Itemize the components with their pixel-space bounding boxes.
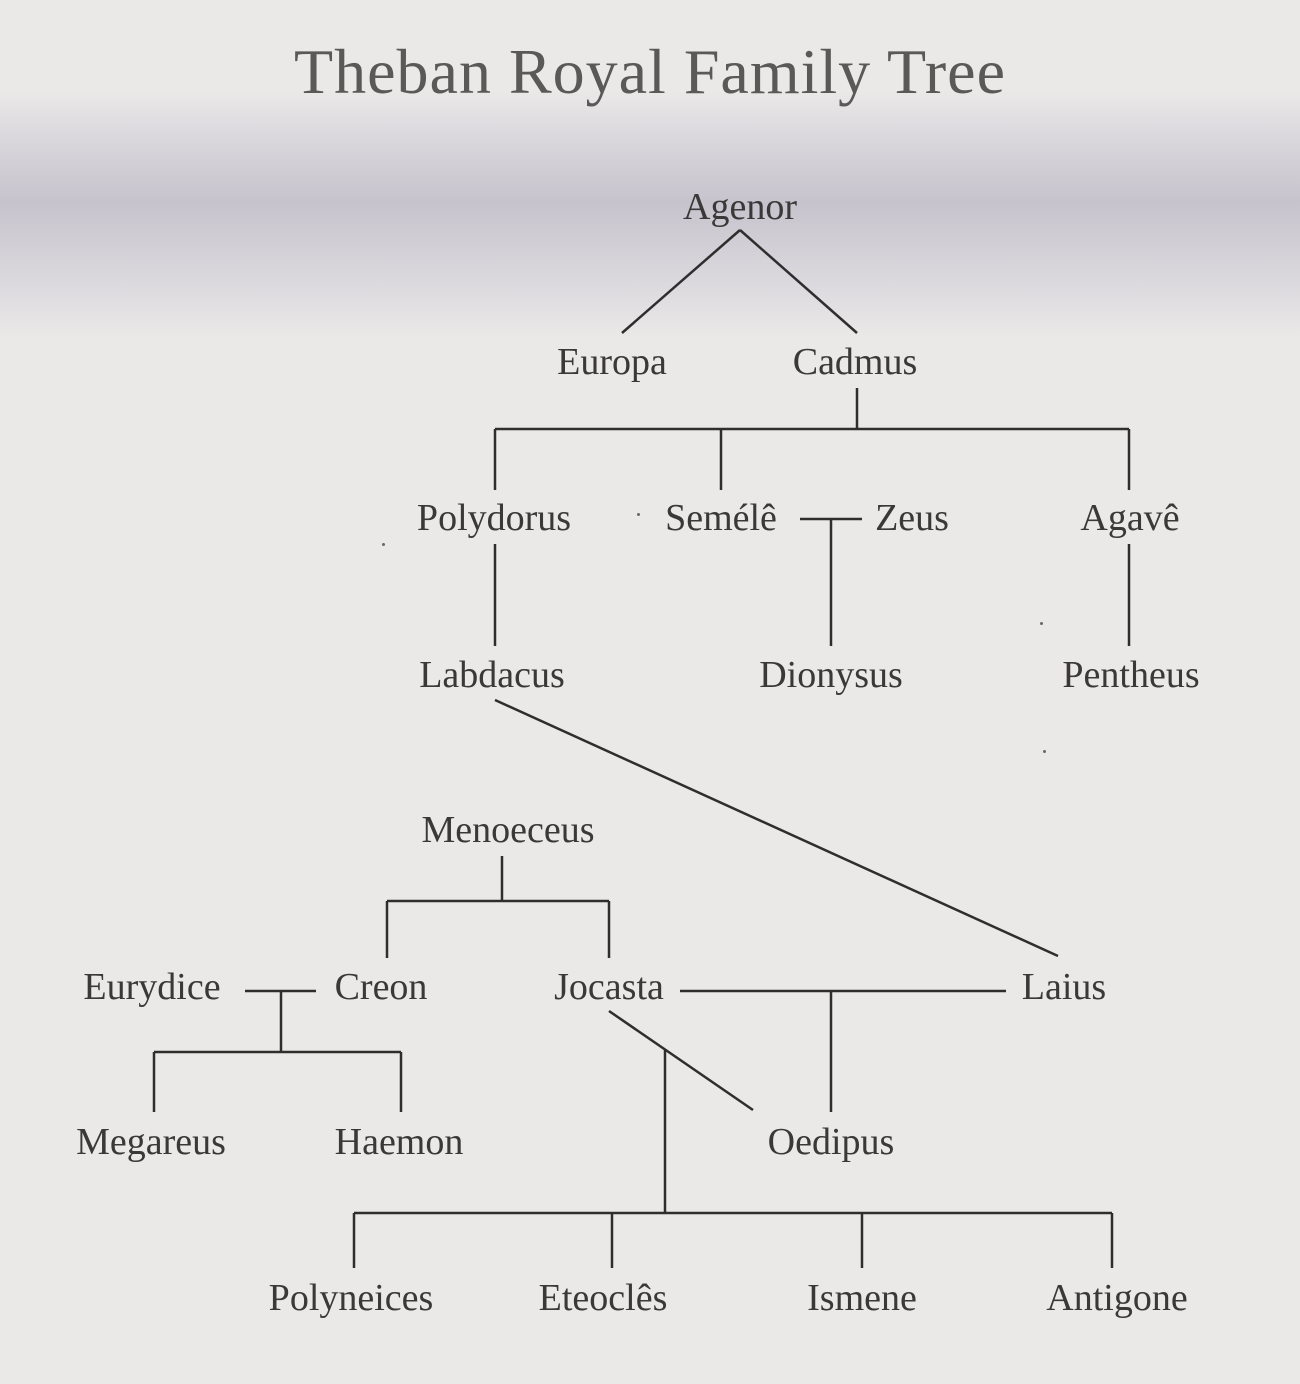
person-cadmus: Cadmus <box>792 341 918 383</box>
person-polydorus: Polydorus <box>416 497 572 539</box>
person-polyneices: Polyneices <box>268 1277 434 1319</box>
person-creon: Creon <box>334 966 428 1008</box>
person-dionysus: Dionysus <box>759 654 903 696</box>
person-agenor: Agenor <box>683 186 797 228</box>
line-jocasta-oedipus <box>608 1009 754 1112</box>
speck-mark <box>1043 750 1046 753</box>
person-jocasta: Jocasta <box>554 966 664 1008</box>
person-agave: Agavê <box>1080 497 1180 539</box>
person-zeus: Zeus <box>875 497 949 539</box>
person-menoeceus: Menoeceus <box>421 809 595 851</box>
decorative-shaded-band <box>0 90 1300 340</box>
person-pentheus: Pentheus <box>1062 654 1200 696</box>
speck-mark <box>382 543 385 546</box>
person-eurydice: Eurydice <box>83 966 221 1008</box>
line-labdacus-laius <box>494 698 1059 958</box>
speck-mark <box>1040 622 1043 625</box>
person-labdacus: Labdacus <box>419 654 565 696</box>
person-haemon: Haemon <box>334 1121 464 1163</box>
speck-mark <box>637 513 640 516</box>
person-semele: Semélê <box>665 497 777 539</box>
person-oedipus: Oedipus <box>767 1121 895 1163</box>
line-agenor-europa <box>621 229 741 334</box>
person-laius: Laius <box>1021 966 1107 1008</box>
person-megareus: Megareus <box>76 1121 226 1163</box>
person-eteocles: Eteoclês <box>538 1277 668 1319</box>
person-europa: Europa <box>557 341 667 383</box>
line-agenor-cadmus <box>739 229 858 334</box>
diagram-title: Theban Royal Family Tree <box>294 36 1006 107</box>
person-ismene: Ismene <box>807 1277 917 1319</box>
person-antigone: Antigone <box>1046 1277 1188 1319</box>
